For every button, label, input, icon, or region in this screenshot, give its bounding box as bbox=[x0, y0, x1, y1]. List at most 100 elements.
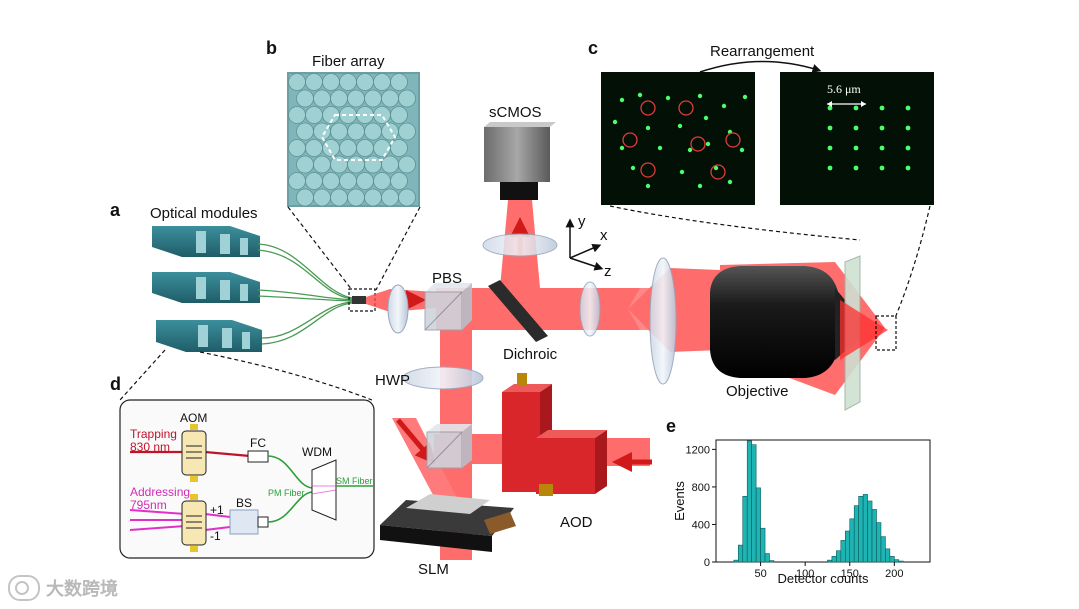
fiber-core bbox=[390, 106, 408, 124]
histogram-bar bbox=[889, 556, 895, 563]
panel-label-e: e bbox=[666, 416, 676, 436]
histogram-bar bbox=[764, 553, 770, 563]
histogram-bar bbox=[853, 505, 859, 563]
slm-device bbox=[380, 494, 516, 552]
atom-spot bbox=[612, 119, 618, 125]
histogram-bar bbox=[755, 487, 761, 563]
histogram-bar bbox=[898, 560, 904, 563]
fiber-core bbox=[288, 172, 306, 190]
atom-spot bbox=[665, 95, 671, 101]
fiber-core bbox=[339, 73, 357, 91]
pm-fiber-label: PM Fiber bbox=[268, 488, 305, 498]
fc-label: FC bbox=[250, 436, 266, 450]
histogram-bar bbox=[867, 500, 873, 563]
panel-label-c: c bbox=[588, 38, 598, 58]
vacancy-marker bbox=[710, 164, 726, 180]
atom-spot bbox=[727, 179, 733, 185]
fiber-core bbox=[356, 73, 374, 91]
fiber-core bbox=[390, 139, 408, 157]
panel-label-a: a bbox=[110, 200, 121, 220]
fiber-core bbox=[364, 155, 382, 174]
atom-spot bbox=[879, 125, 885, 131]
fiber-core bbox=[330, 122, 348, 141]
atom-spot bbox=[827, 145, 833, 151]
slm-label: SLM bbox=[418, 561, 449, 578]
fiber-core bbox=[390, 172, 408, 190]
fiber-core bbox=[347, 89, 365, 108]
fiber-core bbox=[347, 155, 365, 174]
fiber-core bbox=[296, 188, 314, 207]
scmos-label: sCMOS bbox=[489, 104, 542, 121]
fiber-core bbox=[347, 188, 365, 207]
fiber-core bbox=[288, 73, 306, 91]
atom-spot bbox=[742, 94, 748, 100]
fiber-core bbox=[381, 188, 399, 207]
rearrangement-label: Rearrangement bbox=[710, 43, 815, 60]
fiber-core bbox=[330, 89, 348, 108]
x-tick-label: 200 bbox=[885, 568, 903, 580]
optical-module-2 bbox=[152, 272, 260, 303]
hwp-plate bbox=[402, 366, 484, 390]
fiber-core bbox=[339, 139, 357, 157]
inset-d-schematic bbox=[129, 424, 374, 552]
fiber-array-image bbox=[287, 72, 420, 207]
histogram-bar bbox=[760, 527, 766, 563]
atom-spot bbox=[713, 165, 719, 171]
fiber-core bbox=[339, 172, 357, 190]
axis-x-label: x bbox=[600, 227, 608, 244]
dichroic-mirror bbox=[488, 280, 548, 342]
atom-spot bbox=[645, 183, 651, 189]
fiber-core bbox=[373, 106, 391, 124]
atom-spot bbox=[637, 92, 643, 98]
histogram-bar bbox=[742, 496, 748, 563]
histogram-xlabel: Detector counts bbox=[777, 571, 869, 586]
atom-spot bbox=[703, 115, 709, 121]
dichroic-label: Dichroic bbox=[503, 346, 558, 363]
fiber-core bbox=[296, 122, 314, 141]
histogram-bar bbox=[733, 559, 739, 563]
histogram-bar bbox=[876, 522, 882, 563]
histogram-bar bbox=[871, 509, 877, 563]
pbs-cube-2 bbox=[426, 424, 472, 469]
fiber-core bbox=[322, 139, 340, 157]
atom-spot bbox=[905, 125, 911, 131]
pbs-cube bbox=[424, 283, 472, 331]
y-tick-label: 1200 bbox=[686, 444, 710, 456]
vacancy-marker bbox=[622, 132, 638, 148]
atom-spot bbox=[853, 105, 859, 111]
fiber-core bbox=[288, 106, 306, 124]
fiber-core bbox=[322, 73, 340, 91]
histogram-ylabel: Events bbox=[672, 481, 687, 521]
atom-spot bbox=[697, 183, 703, 189]
fiber-core bbox=[356, 172, 374, 190]
histogram-bar bbox=[836, 550, 842, 563]
axis-y-label: y bbox=[578, 213, 586, 230]
axes-indicator bbox=[565, 218, 604, 271]
fiber-core bbox=[322, 172, 340, 190]
histogram-bar bbox=[769, 560, 775, 563]
fiber-core bbox=[305, 139, 323, 157]
fiber-core bbox=[390, 73, 408, 91]
fiber-core bbox=[313, 89, 331, 108]
pbs-label: PBS bbox=[432, 270, 462, 287]
fiber-core bbox=[288, 139, 306, 157]
vacancy-marker bbox=[640, 162, 656, 178]
fiber-core bbox=[305, 73, 323, 91]
histogram-bar bbox=[751, 444, 757, 563]
aod-label: AOD bbox=[560, 514, 593, 531]
histogram-bar bbox=[827, 559, 833, 563]
atom-spot bbox=[721, 103, 727, 109]
fiber-core bbox=[364, 188, 382, 207]
lens-camera bbox=[482, 233, 558, 257]
fiber-bundle bbox=[257, 243, 353, 345]
histogram-bar bbox=[880, 536, 886, 563]
fiber-core bbox=[364, 122, 382, 141]
order-plus1: +1 bbox=[210, 503, 224, 517]
aom-label: AOM bbox=[180, 411, 207, 425]
histogram-bar bbox=[894, 559, 900, 563]
scale-label: 5.6 μm bbox=[827, 82, 861, 96]
fiber-core bbox=[381, 89, 399, 108]
atom-image-before bbox=[601, 72, 755, 205]
